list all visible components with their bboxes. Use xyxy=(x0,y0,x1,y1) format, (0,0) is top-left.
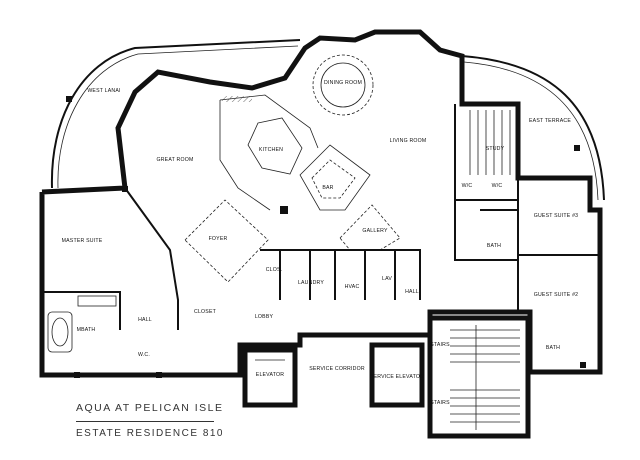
west-lanai-railing-inner xyxy=(57,45,299,189)
label-study: STUDY xyxy=(486,146,505,152)
service-elevator-shaft xyxy=(369,342,425,408)
label-closet: CLOSET xyxy=(194,309,217,315)
label-hvac: HVAC xyxy=(345,284,360,290)
kitchen-island xyxy=(247,117,303,175)
label-east-terrace: EAST TERRACE xyxy=(529,118,571,124)
bar-counter xyxy=(299,144,371,211)
gallery-outline xyxy=(339,204,401,251)
label-master-suite: MASTER SUITE xyxy=(62,238,103,244)
label-guest-suite-2: GUEST SUITE #2 xyxy=(534,292,579,298)
label-hall-center: HALL xyxy=(405,289,419,295)
label-west-lanai: WEST LANAI xyxy=(87,88,120,94)
label-mbath: MBATH xyxy=(77,327,96,333)
interior-wall-great-room xyxy=(124,187,179,330)
elevator-shaft xyxy=(242,347,298,408)
label-great-room: GREAT ROOM xyxy=(157,157,194,163)
foyer-outline xyxy=(184,199,269,283)
label-living-room: LIVING ROOM xyxy=(390,138,427,144)
exterior-wall xyxy=(39,29,603,378)
interior-wall-guest xyxy=(480,178,600,312)
stair-treads xyxy=(450,325,520,430)
label-hall-west: HALL xyxy=(138,317,152,323)
label-lav: LAV xyxy=(382,276,392,282)
label-wic-2: W/C xyxy=(492,183,503,189)
label-wc: W.C. xyxy=(138,352,150,358)
caption-divider xyxy=(76,421,214,422)
east-terrace-railing xyxy=(461,55,605,201)
master-vanity xyxy=(77,295,117,307)
study-floor xyxy=(469,110,511,175)
label-gallery: GALLERY xyxy=(362,228,388,234)
plan-subtitle: ESTATE RESIDENCE 810 xyxy=(76,428,224,439)
label-bath-lower: BATH xyxy=(546,345,560,351)
label-foyer: FOYER xyxy=(209,236,228,242)
dining-table-inner xyxy=(320,62,366,108)
label-service-elevator: SERVICE ELEVATOR xyxy=(370,374,424,380)
plan-title: AQUA AT PELICAN ISLE xyxy=(76,402,224,414)
west-lanai-railing xyxy=(50,39,301,189)
label-stairs-lower: STAIRS xyxy=(430,400,450,406)
label-elevator: ELEVATOR xyxy=(256,372,284,378)
stairwell xyxy=(427,315,531,439)
label-lobby: LOBBY xyxy=(255,314,274,320)
east-terrace-railing-inner xyxy=(463,61,599,201)
bar-inner xyxy=(311,159,356,199)
master-tub-basin xyxy=(51,317,69,347)
label-bath: BATH xyxy=(487,243,501,249)
label-dining-room: DINING ROOM xyxy=(324,80,362,86)
label-service-corridor: SERVICE CORRIDOR xyxy=(309,366,365,372)
label-kitchen: KITCHEN xyxy=(259,147,283,153)
label-guest-suite-3: GUEST SUITE #3 xyxy=(534,213,579,219)
label-wic-1: W/C xyxy=(462,183,473,189)
interior-wall-study xyxy=(454,104,518,261)
interior-wall-master xyxy=(42,291,121,330)
interior-wall-service xyxy=(260,249,421,300)
label-closet-small: CLOS. xyxy=(266,267,283,273)
dining-table xyxy=(312,54,374,116)
label-laundry: LAUNDRY xyxy=(298,280,324,286)
label-bar: BAR xyxy=(322,185,333,191)
label-stairs-upper: STAIRS xyxy=(430,342,450,348)
kitchen-hatch xyxy=(222,96,252,102)
structural-columns xyxy=(66,96,586,378)
